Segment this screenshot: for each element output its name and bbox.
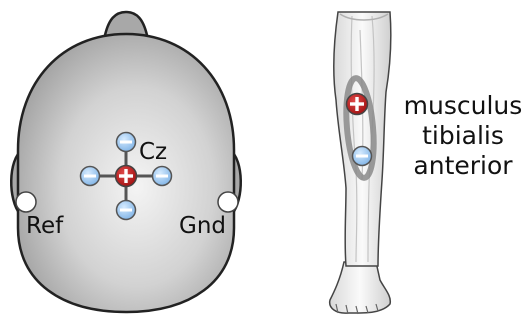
foot (330, 262, 391, 313)
head-diagram: Cz Ref Gnd (11, 12, 241, 312)
cz-negative-electrode-bottom (117, 201, 136, 220)
cz-positive-electrode (116, 166, 137, 187)
ref-label: Ref (26, 213, 64, 239)
gnd-label: Gnd (179, 213, 226, 239)
cz-label: Cz (139, 139, 167, 165)
muscle-label-line3: anterior (413, 151, 513, 180)
leg-negative-electrode (353, 147, 372, 166)
muscle-label-line2: tibialis (422, 121, 504, 150)
muscle-label-line1: musculus (404, 91, 523, 120)
cz-negative-electrode-left (81, 167, 100, 186)
gnd-electrode (218, 192, 238, 212)
leg-positive-electrode (347, 94, 368, 115)
cz-negative-electrode-right (153, 167, 172, 186)
leg-diagram: musculus tibialis anterior (330, 12, 523, 314)
cz-negative-electrode-top (117, 133, 136, 152)
ref-electrode (16, 192, 36, 212)
